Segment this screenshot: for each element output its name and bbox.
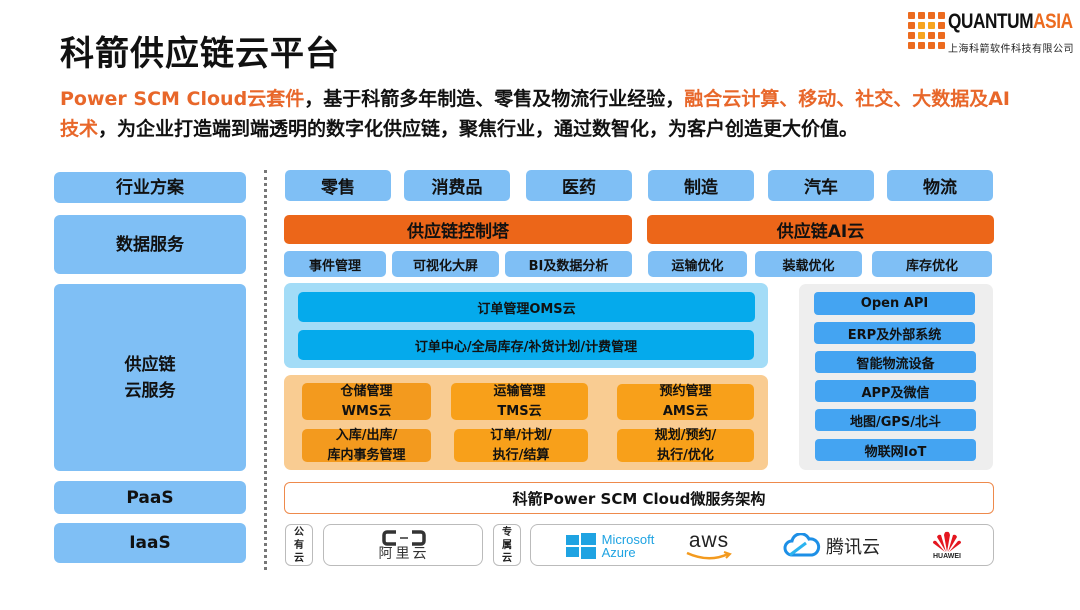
module-detail-line: 库内事务管理 bbox=[327, 447, 406, 463]
ams-module: 预约管理 AMS云 bbox=[617, 384, 754, 420]
module-name: AMS云 bbox=[662, 404, 709, 419]
control-tower-item: 可视化大屏 bbox=[392, 251, 499, 277]
module-detail-line: 规划/预约/ bbox=[654, 427, 717, 443]
module-detail-line: 执行/优化 bbox=[657, 447, 714, 463]
layer-label-iaas: IaaS bbox=[54, 523, 246, 563]
intro-highlight-tech: 融合云计算、移动、社交、大数据及AI技术 bbox=[60, 88, 1010, 140]
tencent-cloud-icon bbox=[783, 533, 821, 557]
industry-automotive: 汽车 bbox=[768, 170, 874, 201]
paas-architecture-bar: 科箭Power SCM Cloud微服务架构 bbox=[284, 482, 994, 514]
azure-text: Microsoft Azure bbox=[602, 533, 655, 559]
vertical-divider bbox=[264, 170, 267, 570]
control-tower-item: 事件管理 bbox=[284, 251, 386, 277]
layer-label-scm-line1: 供应链 bbox=[124, 354, 176, 375]
control-tower-bar: 供应链控制塔 bbox=[284, 215, 632, 244]
huawei-text: HUAWEI bbox=[933, 553, 961, 560]
integration-map-gps: 地图/GPS/北斗 bbox=[815, 409, 976, 431]
private-cloud-tag: 专 属 云 bbox=[493, 524, 521, 566]
ai-cloud-bar: 供应链AI云 bbox=[647, 215, 994, 244]
huawei-flower-icon bbox=[933, 531, 961, 552]
huawei-logo: HUAWEI bbox=[921, 528, 973, 564]
intro-paragraph: Power SCM Cloud云套件，基于科箭多年制造、零售及物流行业经验，融合… bbox=[60, 84, 1020, 144]
logo-company-name: 上海科箭软件科技有限公司 bbox=[948, 44, 1074, 55]
ai-cloud-item: 运输优化 bbox=[648, 251, 747, 277]
integration-open-api: Open API bbox=[814, 292, 975, 315]
module-title: 仓储管理 bbox=[340, 383, 393, 399]
industry-pharma: 医药 bbox=[526, 170, 632, 201]
module-detail-line: 入库/出库/ bbox=[335, 427, 398, 443]
tencent-cloud-text: 腾讯云 bbox=[826, 537, 880, 558]
tag-char: 云 bbox=[502, 552, 512, 564]
module-detail-line: 执行/结算 bbox=[492, 447, 550, 463]
tencent-cloud-logo: 腾讯云 bbox=[773, 529, 889, 563]
aws-text: aws bbox=[688, 529, 730, 552]
layer-label-scm-line2: 云服务 bbox=[124, 380, 176, 401]
aliyun-bracket-icon bbox=[382, 530, 426, 546]
industry-retail: 零售 bbox=[285, 170, 391, 201]
control-tower-item: BI及数据分析 bbox=[505, 251, 632, 277]
intro-text: ，为企业打造端到端透明的数字化供应链，聚焦行业，通过数智化，为客户创造更大价值。 bbox=[98, 118, 859, 140]
module-name: TMS云 bbox=[497, 403, 542, 419]
oms-title-bar: 订单管理OMS云 bbox=[298, 292, 755, 322]
wms-detail: 入库/出库/ 库内事务管理 bbox=[302, 427, 431, 463]
tag-char: 云 bbox=[294, 552, 304, 564]
aws-smile-icon bbox=[686, 551, 732, 560]
ai-cloud-item: 库存优化 bbox=[872, 251, 992, 277]
industry-consumer-goods: 消费品 bbox=[404, 170, 510, 201]
tag-char: 属 bbox=[502, 539, 512, 551]
industry-manufacturing: 制造 bbox=[648, 170, 754, 201]
industry-logistics: 物流 bbox=[887, 170, 993, 201]
azure-text-line2: Azure bbox=[601, 545, 636, 560]
layer-label-industry: 行业方案 bbox=[54, 172, 246, 203]
tms-module: 运输管理 TMS云 bbox=[451, 383, 588, 420]
logo-grid-icon bbox=[908, 12, 945, 52]
cloud-vendors-box: Microsoft Azure aws 腾讯云 HUAWEI bbox=[530, 524, 994, 566]
integration-iot: 物联网IoT bbox=[815, 439, 976, 461]
aliyun-box: 阿里云 bbox=[323, 524, 483, 566]
page-title: 科箭供应链云平台 bbox=[60, 34, 340, 74]
logo-brand: QUANTUMASIA bbox=[948, 10, 1073, 33]
layer-label-scm-cloud: 供应链 云服务 bbox=[54, 284, 246, 471]
module-title: 运输管理 bbox=[493, 383, 546, 399]
azure-text-line1: Microsoft bbox=[601, 532, 655, 547]
oms-detail-bar: 订单中心/全局库存/补货计划/计费管理 bbox=[298, 330, 754, 360]
tms-detail: 订单/计划/ 执行/结算 bbox=[454, 427, 588, 463]
tag-char: 有 bbox=[294, 539, 304, 551]
module-title: 预约管理 bbox=[659, 384, 712, 399]
aws-logo: aws bbox=[679, 527, 739, 565]
public-cloud-tag: 公 有 云 bbox=[285, 524, 313, 566]
integration-erp: ERP及外部系统 bbox=[814, 322, 975, 344]
layer-label-paas: PaaS bbox=[54, 481, 246, 514]
ai-cloud-item: 装载优化 bbox=[755, 251, 862, 277]
intro-text: ，基于科箭多年制造、零售及物流行业经验， bbox=[304, 88, 685, 110]
module-name: WMS云 bbox=[341, 403, 392, 419]
intro-highlight-product: Power SCM Cloud云套件 bbox=[60, 88, 305, 110]
aliyun-name: 阿里云 bbox=[378, 546, 430, 562]
ams-detail: 规划/预约/ 执行/优化 bbox=[617, 427, 754, 463]
wms-module: 仓储管理 WMS云 bbox=[302, 383, 431, 420]
tag-char: 专 bbox=[502, 526, 512, 538]
integration-app-wechat: APP及微信 bbox=[815, 380, 976, 402]
company-logo: QUANTUMASIA 上海科箭软件科技有限公司 bbox=[908, 10, 1074, 55]
module-detail-line: 订单/计划/ bbox=[490, 427, 552, 443]
layer-label-data-services: 数据服务 bbox=[54, 215, 246, 274]
azure-logo: Microsoft Azure bbox=[555, 529, 665, 563]
aliyun-logo: 阿里云 bbox=[324, 527, 484, 565]
tag-char: 公 bbox=[294, 526, 304, 538]
integration-logistics-devices: 智能物流设备 bbox=[815, 351, 976, 373]
windows-icon bbox=[565, 533, 596, 559]
